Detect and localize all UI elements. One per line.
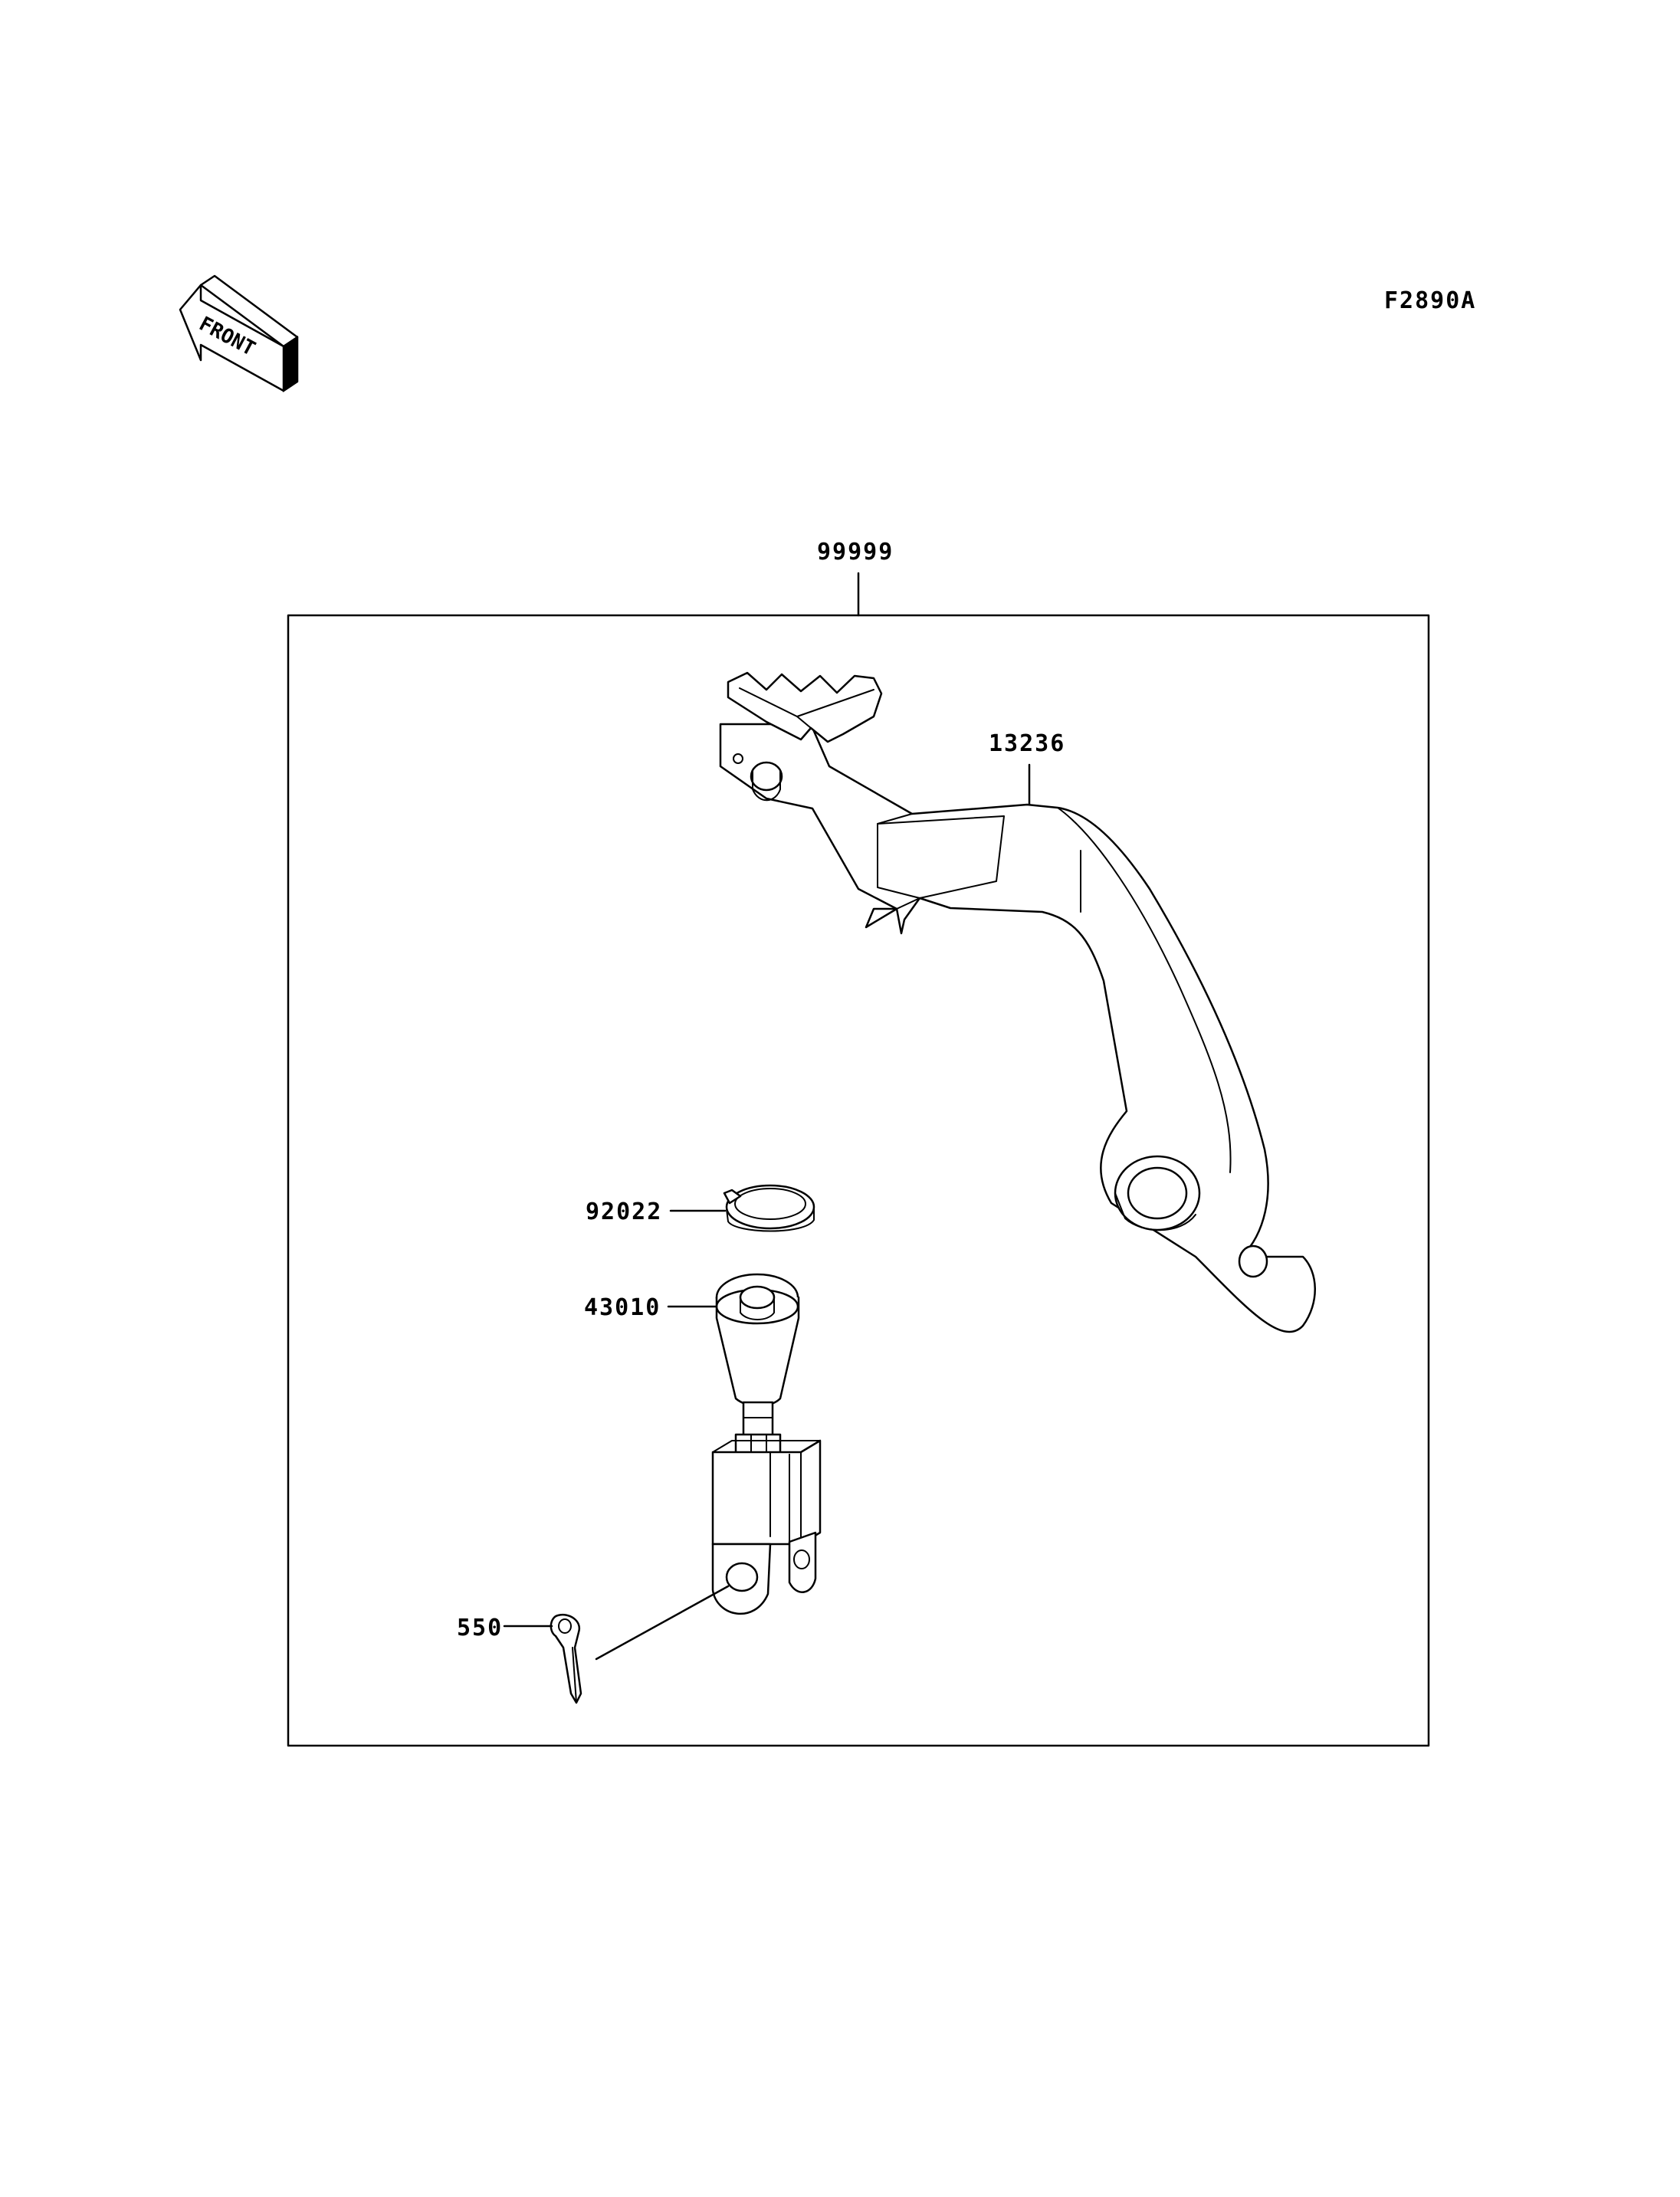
leader-line-pin-to-clevis xyxy=(595,1585,730,1661)
part-number-99999: 99999 xyxy=(817,539,894,566)
part-number-13236: 13236 xyxy=(989,730,1065,757)
brake-pedal xyxy=(719,671,1316,1333)
brake-rod xyxy=(711,1273,822,1615)
circlip xyxy=(723,1184,815,1232)
part-number-43010: 43010 xyxy=(584,1294,661,1321)
kit-box xyxy=(287,614,1430,1747)
front-arrow-icon: FRONT xyxy=(179,274,299,392)
part-number-92022: 92022 xyxy=(586,1199,662,1225)
figure-code: F2890A xyxy=(1384,287,1476,314)
part-number-550: 550 xyxy=(457,1615,503,1641)
cotter-pin xyxy=(550,1613,582,1704)
